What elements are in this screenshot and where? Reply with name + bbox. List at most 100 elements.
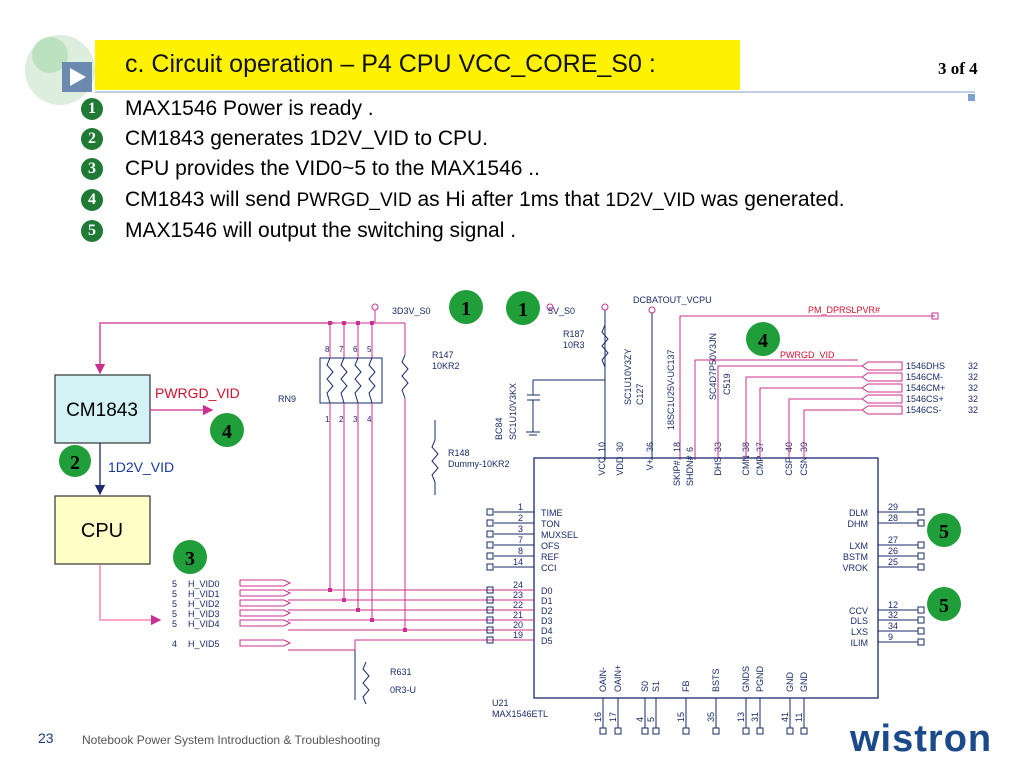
pin-pad — [486, 616, 494, 624]
ic-pin-name: VROK — [842, 563, 868, 573]
pin-pad — [486, 636, 494, 644]
net-port — [861, 361, 903, 371]
net-label: 1546CM- — [906, 372, 943, 382]
ic-pin-name: D1 — [541, 596, 553, 606]
pin-pad — [756, 727, 764, 735]
schematic-badges: 4 2 3 1 1 4 5 5 — [59, 290, 961, 621]
ic-pin-number: 8 — [518, 546, 523, 556]
ic-pin-name: GND — [799, 672, 809, 693]
vid-port — [239, 639, 292, 647]
vid-pin: 4 — [172, 639, 177, 649]
svg-text:SC1U10V3KX: SC1U10V3KX — [508, 383, 518, 440]
svg-text:6: 6 — [353, 345, 358, 354]
pin-pad — [486, 530, 494, 538]
ic-pin-number: 36 — [645, 442, 655, 452]
rail-5v-label: 5V_S0 — [548, 306, 575, 316]
svg-text:R631: R631 — [390, 667, 412, 677]
vid-net-label: H_VID3 — [188, 609, 220, 619]
ic-pin-number: 2 — [518, 513, 523, 523]
ic-pin-name: V+ — [645, 459, 655, 470]
ic-pin-number: 23 — [513, 590, 523, 600]
ic-pin-name: D2 — [541, 606, 553, 616]
pin-pad — [917, 552, 925, 560]
ic-pin-name: SKIP# — [672, 460, 682, 486]
step-number-badge: 5 — [81, 220, 103, 242]
footer-caption: Notebook Power System Introduction & Tro… — [82, 733, 381, 747]
wistron-logo: wistron — [850, 718, 993, 760]
ic-pin-name: TIME — [541, 508, 563, 518]
ic-pin-name: DLS — [850, 616, 868, 626]
ic-pin-name: D5 — [541, 636, 553, 646]
svg-text:5: 5 — [939, 521, 949, 543]
ic-pin-number: 29 — [888, 502, 898, 512]
svg-text:4: 4 — [222, 421, 232, 443]
pin-pad — [486, 508, 494, 516]
net-pin: 32 — [968, 394, 978, 404]
ic-pin-number: 35 — [706, 712, 716, 722]
ic-pin-number: 16 — [593, 712, 603, 722]
vid-pin: 5 — [172, 619, 177, 629]
cm1843-block — [54, 374, 151, 444]
vid-net-label: H_VID5 — [188, 639, 220, 649]
vid-net-label: H_VID4 — [188, 619, 220, 629]
ic-pin-name: LXS — [851, 627, 868, 637]
ic-pin-name: GND — [785, 672, 795, 693]
svg-text:R147: R147 — [432, 350, 454, 360]
cm1843-label: CM1843 — [66, 400, 138, 421]
ic-pin-number: 1 — [518, 502, 523, 512]
cpu-label: CPU — [81, 520, 123, 542]
title-highlight — [95, 40, 740, 90]
step-text: CM1843 will send PWRGD_VID as Hi after 1… — [125, 188, 845, 211]
ic-pin-number: 12 — [888, 600, 898, 610]
ic-pin-number: 20 — [513, 620, 523, 630]
ic-pin-number: 19 — [513, 630, 523, 640]
pwrgd-vid-label: PWRGD_VID — [155, 385, 240, 401]
ic-pin-number: 18 — [672, 442, 682, 452]
ic-pin-number: 21 — [513, 610, 523, 620]
page-indicator: 3 of 4 — [938, 59, 978, 78]
ic-pin-name: CSP — [784, 457, 794, 476]
pin-pad — [652, 727, 660, 735]
pin-pad — [917, 519, 925, 527]
ic-pin-name: CCI — [541, 563, 557, 573]
svg-text:5: 5 — [367, 345, 372, 354]
svg-text:R187: R187 — [563, 329, 585, 339]
svg-text:SC1U10V3ZY: SC1U10V3ZY — [623, 348, 633, 405]
pin-pad — [486, 541, 494, 549]
ic-pin-number: 31 — [750, 712, 760, 722]
vid-port — [239, 609, 292, 617]
vid-net-label: H_VID2 — [188, 599, 220, 609]
pin-pad — [486, 563, 494, 571]
vid-port — [239, 619, 292, 627]
net-label: 1546CS+ — [906, 394, 944, 404]
rn9-label: RN9 — [278, 394, 296, 404]
ic-pin-number: 9 — [888, 632, 893, 642]
ic-pin-name: CMP — [755, 456, 765, 476]
pin-pad — [917, 541, 925, 549]
svg-text:1: 1 — [461, 298, 471, 320]
step-number-badge: 4 — [81, 189, 103, 211]
svg-text:8: 8 — [325, 345, 330, 354]
ic-pin-number: 28 — [888, 513, 898, 523]
svg-text:1: 1 — [325, 415, 330, 424]
ic-pin-name: REF — [541, 552, 560, 562]
svg-text:7: 7 — [339, 345, 344, 354]
ic-pin-number: 7 — [518, 535, 523, 545]
net-port — [861, 394, 903, 404]
ic-pin-name: CCV — [849, 606, 868, 616]
svg-text:BC84: BC84 — [494, 417, 504, 440]
svg-text:4: 4 — [367, 415, 372, 424]
svg-text:3: 3 — [353, 415, 358, 424]
pin-pad — [486, 606, 494, 614]
ic-pin-number: 17 — [608, 712, 618, 722]
vid-1d2v-label: 1D2V_VID — [108, 459, 174, 475]
svg-text:C127: C127 — [635, 383, 645, 405]
ic-pin-name: SHDN# — [685, 455, 695, 486]
vid-pin: 5 — [172, 579, 177, 589]
ic-pin-number: 30 — [615, 442, 625, 452]
vid-port — [239, 579, 292, 587]
svg-text:18SC1U25V-UC137: 18SC1U25V-UC137 — [666, 349, 676, 430]
svg-text:PWRGD_VID: PWRGD_VID — [780, 350, 835, 360]
ic-pin-name: VCC — [597, 456, 607, 476]
